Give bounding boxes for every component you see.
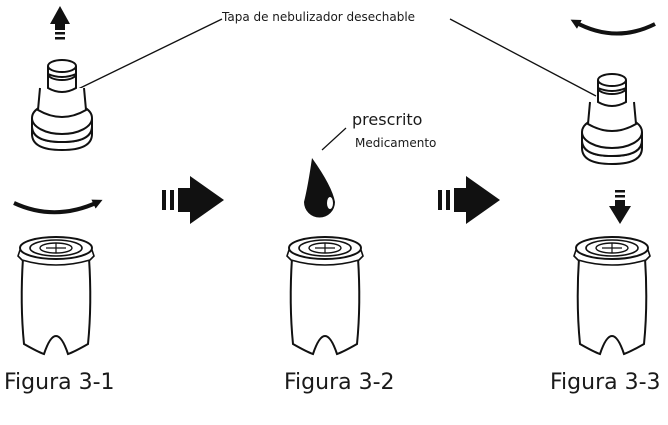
- medication-label-line1: prescrito: [352, 110, 423, 129]
- cap-label: Tapa de nebulizador desechable: [222, 10, 416, 24]
- down-arrow-icon: [609, 190, 631, 224]
- up-arrow-icon: [50, 6, 70, 40]
- medication-cup-3: [573, 236, 651, 355]
- caption-figure-3-1: Figura 3-1: [4, 370, 115, 395]
- disposable-cap-3: [581, 73, 643, 165]
- cap-leader-line-right: [449, 18, 597, 97]
- caption-figure-3-2: Figura 3-2: [284, 370, 395, 395]
- medication-label-line2: Medicamento: [355, 136, 437, 150]
- medication-cup-2: [286, 236, 364, 355]
- big-right-arrow-icon: [162, 176, 224, 224]
- medication-leader-line: [321, 127, 347, 151]
- rotate-arrow-icon: [570, 19, 656, 36]
- caption-figure-3-3: Figura 3-3: [550, 370, 661, 395]
- cap-leader-line-left: [71, 18, 223, 93]
- big-right-arrow-icon: [438, 176, 500, 224]
- rotate-arrow-icon: [13, 199, 103, 215]
- disposable-cap-1: [31, 59, 93, 151]
- medication-cup-1: [17, 236, 95, 355]
- drop-icon: [304, 158, 335, 218]
